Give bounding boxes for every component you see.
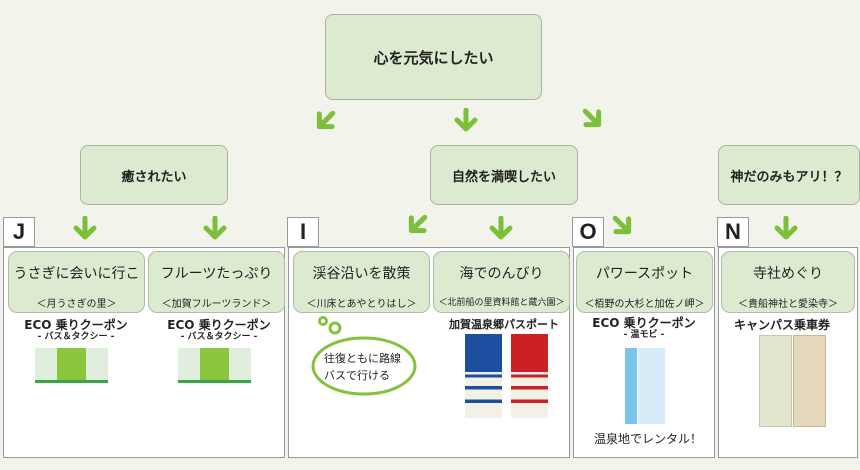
destination-gorge: 渓谷沿いを散策 ＜川床とあやとりはし＞: [293, 251, 430, 313]
arrow-down-left-icon: [404, 212, 430, 238]
arrow-down-icon: [72, 216, 98, 242]
root-label: 心を元気にしたい: [373, 48, 494, 67]
destination-title: うさぎに会いに行こ: [13, 266, 140, 282]
arrow-down-icon: [488, 216, 514, 242]
destination-power-spot: パワースポット ＜栢野の大杉と加佐ノ岬＞: [576, 251, 713, 313]
panel-n: 寺社めぐり ＜貴船神社と愛染寺＞ キャンパス乗車券: [718, 247, 858, 458]
arrow-down-right-icon: [610, 213, 636, 239]
destination-title: パワースポット: [595, 266, 694, 282]
destination-place: ＜川床とあやとりはし＞: [306, 299, 417, 310]
ticket-title: ECO 乗りクーポン- バス＆タクシー -: [167, 318, 271, 342]
rental-note: 温泉地でレンタル！: [594, 432, 703, 446]
arrow-down-right-icon: [580, 106, 606, 132]
thought-bubble: [311, 316, 417, 396]
panel-j: うさぎに会いに行こ ＜月うさぎの里＞ フルーツたっぷり ＜加賀フルーツランド＞ …: [3, 247, 285, 458]
panel-i: 渓谷沿いを散策 ＜川床とあやとりはし＞ 海でのんびり ＜北前船の里資料館と蔵六園…: [288, 247, 570, 458]
group-tag-i: I: [287, 217, 319, 247]
destination-place: ＜加賀フルーツランド＞: [161, 299, 272, 310]
branch-node-nature: 自然を満喫したい: [430, 145, 578, 205]
arrow-down-icon: [453, 108, 479, 134]
destination-title: 渓谷沿いを散策: [312, 266, 411, 282]
panel-o: パワースポット ＜栢野の大杉と加佐ノ岬＞ ECO 乗りクーポン- 温モビ - 温…: [573, 247, 715, 458]
destination-temples: 寺社めぐり ＜貴船神社と愛染寺＞: [721, 251, 855, 313]
branch-node-healing: 癒されたい: [80, 145, 228, 205]
destination-fruit: フルーツたっぷり ＜加賀フルーツランド＞: [148, 251, 285, 313]
group-tag-n: N: [717, 217, 749, 247]
root-node: 心を元気にしたい: [325, 14, 542, 100]
passport-blue-image: [465, 334, 502, 418]
branch-label: 神だのみもアリ！？: [730, 169, 848, 185]
destination-rabbit: うさぎに会いに行こ ＜月うさぎの里＞: [8, 251, 145, 313]
ticket-title: ECO 乗りクーポン- 温モビ -: [592, 316, 696, 340]
branch-label: 自然を満喫したい: [451, 169, 556, 185]
ticket-title: ECO 乗りクーポン- バス＆タクシー -: [24, 318, 128, 342]
arrow-down-left-icon: [312, 108, 338, 134]
destination-place: ＜栢野の大杉と加佐ノ岬＞: [584, 299, 705, 310]
bubble-text: 往復ともに路線バスで行ける: [324, 352, 401, 382]
destination-title: 海でのんびり: [459, 266, 544, 282]
group-tag-o: O: [572, 217, 604, 247]
destination-title: 寺社めぐり: [753, 266, 823, 282]
branch-node-gods: 神だのみもアリ！？: [718, 145, 860, 205]
branch-label: 癒されたい: [121, 169, 187, 185]
two-day-ticket-image: [793, 335, 826, 427]
eco-coupon-image: [35, 348, 108, 383]
arrow-down-icon: [773, 216, 799, 242]
passport-red-image: [511, 334, 548, 418]
ticket-title: キャンパス乗車券: [734, 318, 831, 332]
destination-place: ＜貴船神社と愛染寺＞: [738, 299, 838, 310]
destination-place: ＜北前船の里資料館と蔵六園＞: [438, 298, 565, 308]
destination-title: フルーツたっぷり: [160, 266, 273, 282]
group-tag-j: J: [3, 217, 35, 247]
ticket-title: 加賀温泉郷パスポート: [449, 318, 559, 331]
destination-place: ＜月うさぎの里＞: [36, 299, 117, 310]
destination-sea: 海でのんびり ＜北前船の里資料館と蔵六園＞: [433, 251, 570, 313]
one-day-ticket-image: [759, 335, 792, 427]
arrow-down-icon: [202, 216, 228, 242]
eco-coupon-onmobi-image: [625, 348, 665, 424]
eco-coupon-image: [178, 348, 251, 383]
